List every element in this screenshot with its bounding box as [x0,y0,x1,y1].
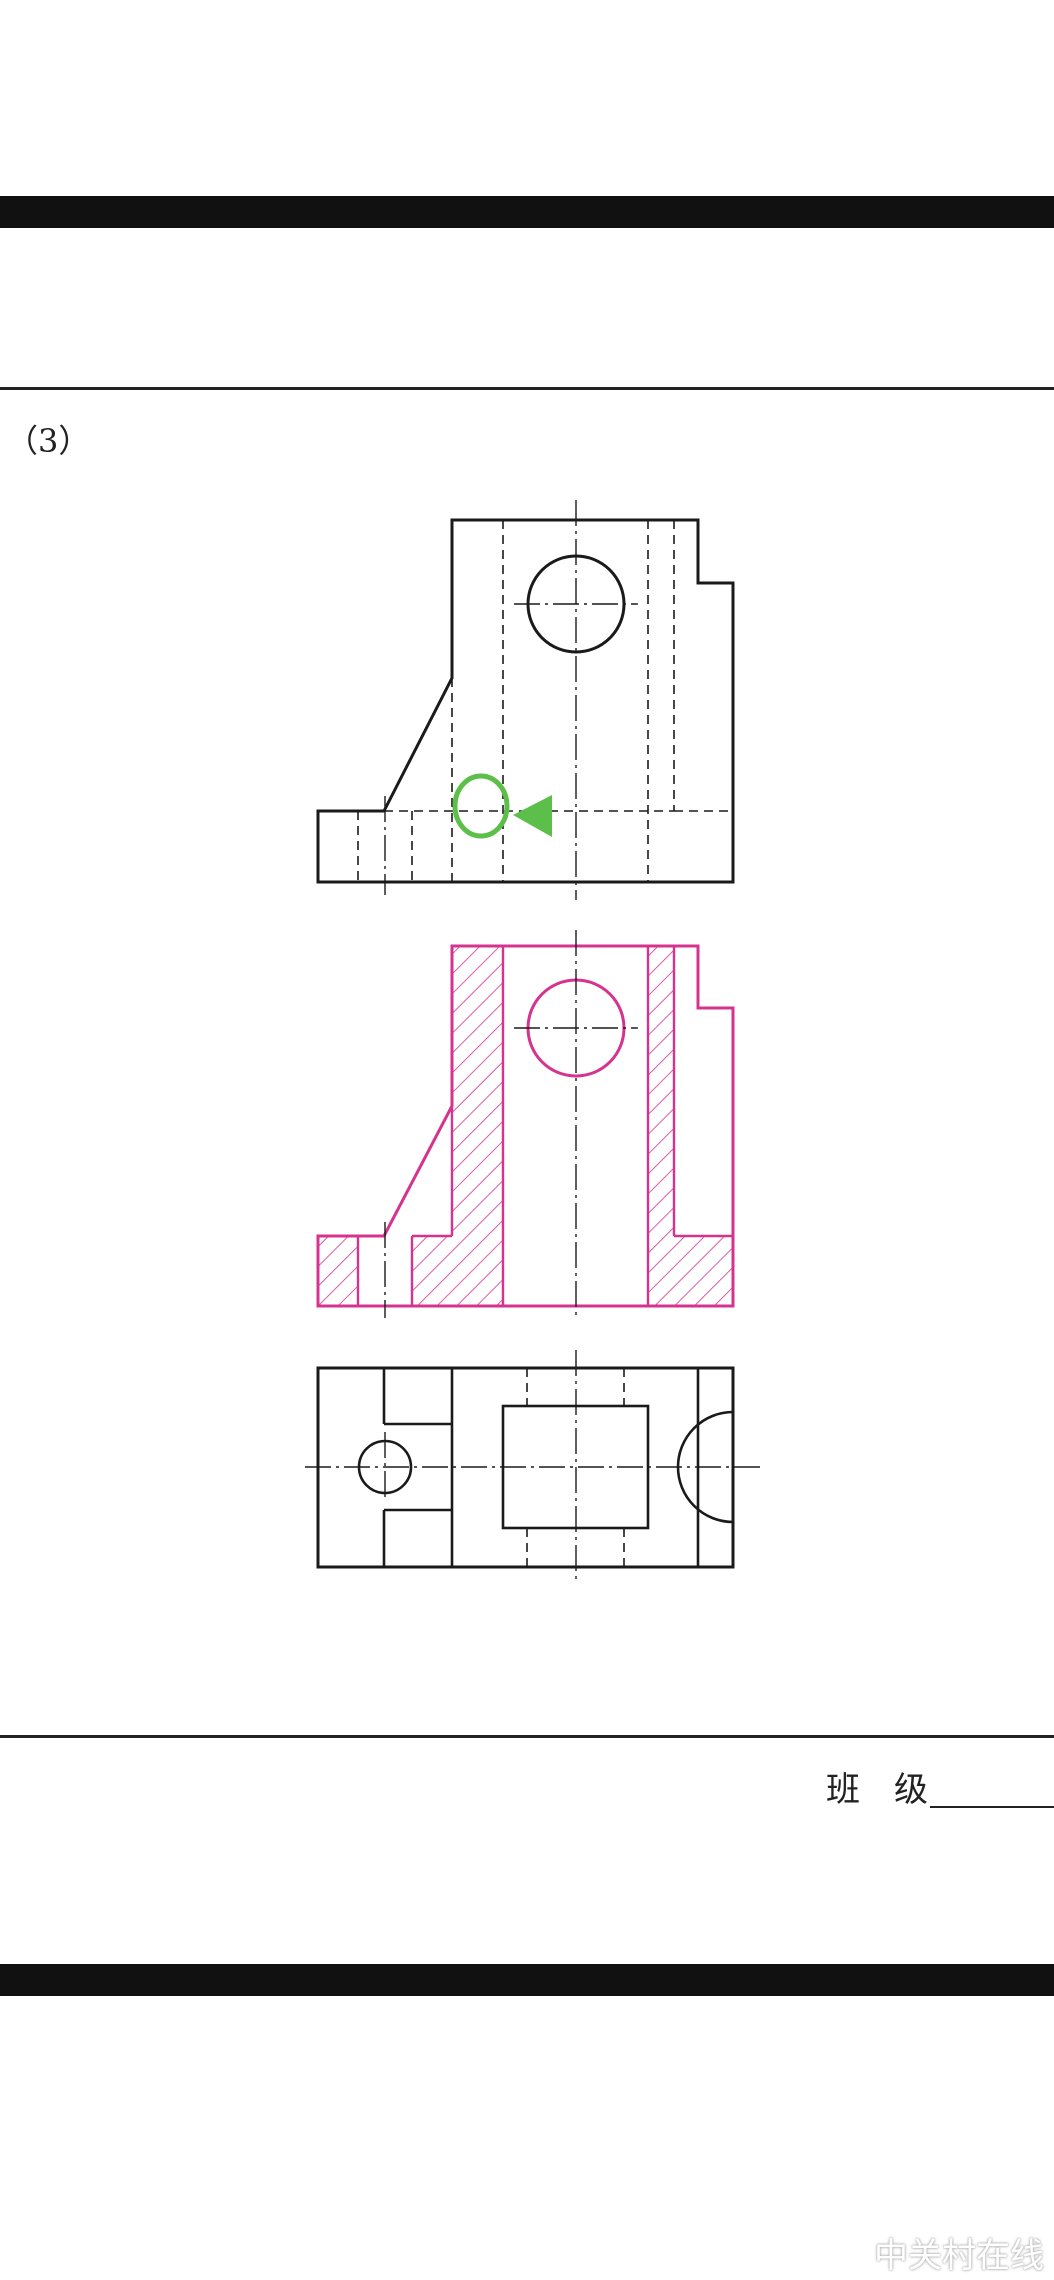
top-dark-band [0,196,1054,228]
top-view-center-lines [305,1350,762,1582]
top-view-hidden-lines [526,1368,625,1567]
section-hatch [318,946,733,1306]
watermark: 中关村在线 [874,2236,1044,2276]
front-view [316,500,735,900]
header-rule [0,387,1054,390]
engineering-drawing [305,500,762,1582]
top-view [305,1350,762,1582]
bottom-dark-band [0,1964,1054,1996]
front-view-center-lines [384,500,638,900]
front-view-outline [316,518,735,884]
marker-arrow-icon [513,795,552,837]
class-label: 班 级 [826,1770,928,1810]
front-view-hidden-lines [357,520,733,882]
section-view [316,930,735,1320]
marker-circle-icon [452,773,510,839]
section-view-center-lines [384,930,638,1320]
problem-number: （3） [6,422,91,460]
class-fill-line[interactable] [930,1806,1054,1808]
footer-rule [0,1735,1054,1738]
section-view-outline [316,944,735,1308]
marker [452,773,552,839]
